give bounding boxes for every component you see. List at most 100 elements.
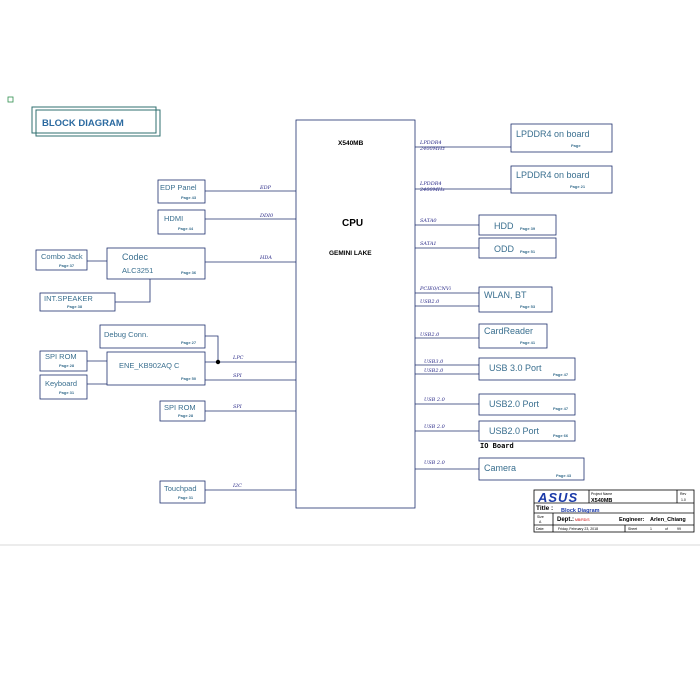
title-frame-inner	[35, 109, 161, 137]
camera-label: Camera	[484, 463, 516, 473]
hdmi-page: Page 44	[178, 226, 194, 231]
speaker-label: INT.SPEAKER	[44, 294, 93, 303]
bus-usb20-a: USB 2.0	[424, 397, 446, 403]
combo-jack-block	[35, 249, 88, 271]
codec-block	[106, 247, 206, 280]
diagram-title: BLOCK DIAGRAM	[42, 118, 124, 129]
camera-block	[478, 457, 585, 481]
engineer-label: Engineer:	[619, 517, 645, 523]
usb2b-block	[478, 420, 576, 442]
date-label: Date:	[536, 527, 544, 531]
bus-edp: EDP	[259, 185, 272, 191]
keyboard-label: Keyboard	[45, 379, 77, 388]
usb2b-page: Page 66	[553, 433, 569, 438]
bus-hda: HDA	[259, 255, 272, 261]
title-value: Block Diagram	[561, 508, 600, 514]
ec-label: ENE_KB902AQ C	[119, 361, 180, 370]
lpddr4-b-page: Page 21	[570, 184, 586, 189]
edp-block	[157, 179, 206, 204]
bus-usb20-cam: USB 2.0	[424, 460, 446, 466]
cardreader-block	[478, 323, 548, 349]
title-label: Title :	[536, 505, 553, 512]
debug-block	[99, 324, 206, 349]
cpu-platform: GEMINI LAKE	[329, 250, 372, 257]
hdd-block	[478, 214, 557, 236]
cpu-block	[295, 119, 416, 509]
hdd-page: Page 39	[520, 226, 536, 231]
debug-label: Debug Conn.	[104, 330, 148, 339]
dept-label: Dept.:	[557, 517, 574, 523]
speaker-block	[39, 292, 116, 312]
camera-page: Page 43	[556, 473, 572, 478]
cpu-name: CPU	[342, 218, 363, 229]
project-name: X540MB	[591, 498, 612, 504]
asus-logo: ASUS	[537, 490, 578, 505]
bus-ddi0: DDI0	[259, 213, 274, 219]
hdd-label: HDD	[494, 221, 514, 231]
bus-sata0: SATA0	[420, 218, 437, 224]
codec-page: Page 36	[181, 270, 197, 275]
engineer-value: Arlen_Chiang	[650, 517, 686, 523]
debug-link	[205, 335, 219, 362]
lpddr4-b-block	[510, 165, 613, 194]
of-label: of	[665, 527, 668, 531]
lpddr4-a-label: LPDDR4 on board	[516, 129, 590, 139]
bus-lpddr4-a: LPDDR4	[419, 140, 442, 146]
usb2b-label: USB2.0 Port	[489, 426, 540, 436]
rev-label: Rev	[680, 492, 686, 496]
sheets-value: 99	[677, 527, 681, 531]
hdmi-label: HDMI	[164, 214, 183, 223]
usb3-block	[478, 357, 576, 381]
codec-chip: ALC3251	[122, 266, 153, 275]
spi-rom-page: Page 28	[178, 413, 194, 418]
edp-label: EDP Panel	[160, 183, 197, 192]
bus-usb20-usb3: USB2.0	[424, 368, 444, 374]
sheet-label: Sheet	[628, 527, 637, 531]
lpddr4-b-label: LPDDR4 on board	[516, 170, 590, 180]
usb3-page: Page 47	[553, 372, 569, 377]
bus-lpddr4-a-speed: 2400MHz	[419, 146, 445, 152]
dept-value: MB/RD/S	[575, 518, 590, 522]
bus-lpc: LPC	[232, 355, 244, 361]
ec-page: Page 50	[181, 376, 197, 381]
odd-label: ODD	[494, 244, 515, 254]
keyboard-page: Page 31	[59, 390, 75, 395]
spi-rom-ec-label: SPI ROM	[45, 352, 77, 361]
wlan-label: WLAN, BT	[484, 290, 527, 300]
bus-i2c: I2C	[232, 483, 242, 489]
title-block-frame	[533, 489, 695, 533]
spi-rom-label: SPI ROM	[164, 403, 196, 412]
cpu-model: X540MB	[338, 140, 364, 147]
odd-block	[478, 237, 557, 259]
speaker-page: Page 38	[67, 304, 83, 309]
bus-spi: SPI	[233, 404, 243, 410]
edp-page: Page 43	[181, 195, 197, 200]
size-label: Size	[537, 515, 544, 519]
bus-usb30: USB3.0	[424, 359, 444, 365]
bus-usb20-b: USB 2.0	[424, 424, 446, 430]
hdmi-block	[157, 209, 206, 235]
spi-rom-ec-page: Page 28	[59, 363, 75, 368]
speaker-link	[115, 279, 151, 303]
touchpad-page: Page 31	[178, 495, 194, 500]
odd-page: Page 51	[520, 249, 536, 254]
bus-lpddr4-b: LPDDR4	[419, 181, 442, 187]
bus-lpddr4-b-speed: 2400MHz	[419, 187, 445, 193]
date-value: Friday, February 23, 2018	[558, 527, 598, 531]
lpddr4-a-block	[510, 123, 613, 153]
title-frame-outer	[31, 106, 157, 134]
usb2a-label: USB2.0 Port	[489, 399, 540, 409]
bus-pcie0: PCIE0/CNVi	[419, 286, 451, 292]
rev-value: 1.0	[681, 498, 686, 502]
io-board-label: IO Board	[480, 442, 514, 450]
wlan-block	[478, 286, 553, 313]
bus-sata1: SATA1	[420, 241, 437, 247]
debug-page: Page 27	[181, 340, 197, 345]
ec-block	[106, 351, 206, 386]
bus-usb20-wlan: USB2.0	[420, 299, 440, 305]
lpddr4-a-page: Page	[571, 143, 581, 148]
sheet-value: 1	[650, 527, 652, 531]
usb2a-block	[478, 393, 576, 416]
bus-usb20-cr: USB2.0	[420, 332, 440, 338]
